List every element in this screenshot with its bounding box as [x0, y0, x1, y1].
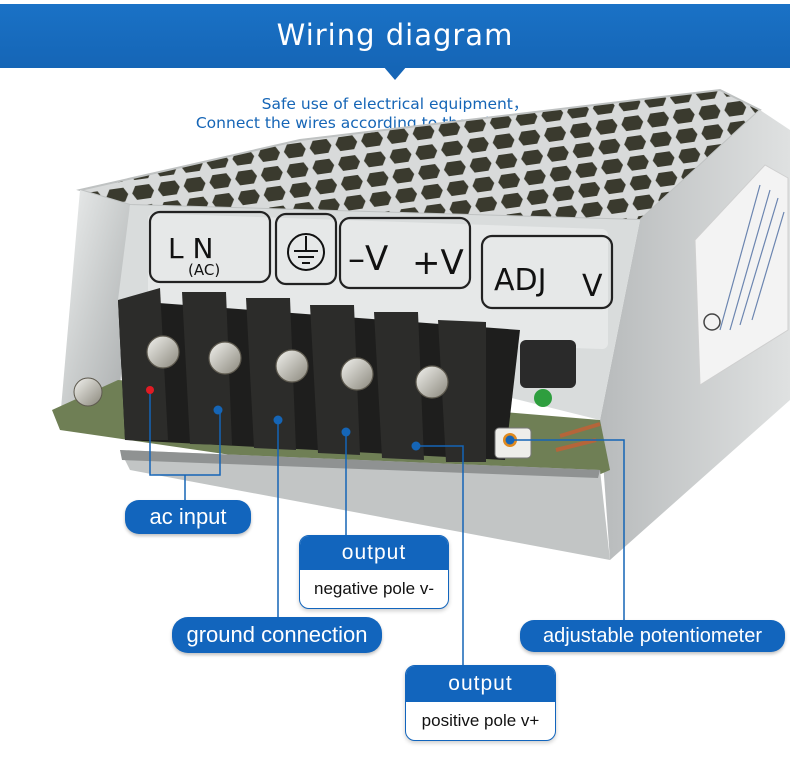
- output-positive-text: positive pole v+: [421, 711, 540, 730]
- marker-v-neg: [341, 427, 351, 437]
- output-negative-text: negative pole v-: [313, 579, 435, 598]
- terminal-label-l-n: L N: [168, 232, 213, 265]
- left-bracket: [60, 190, 130, 430]
- leader-output-pos: [416, 445, 464, 667]
- terminal-label-v-pos: +V: [412, 243, 464, 283]
- terminal-label-v-neg: –V: [348, 239, 388, 279]
- output-negative-heading: output: [300, 536, 448, 570]
- subtitle-line-1: Safe use of electrical equipment，: [261, 95, 529, 113]
- ground-symbol-icon: [287, 233, 325, 271]
- callout-output-negative: output negative pole v-: [299, 535, 449, 609]
- leader-potentiometer: [510, 439, 625, 620]
- marker-potentiometer: [505, 435, 515, 445]
- callout-adjustable-potentiometer: adjustable potentiometer: [520, 620, 785, 652]
- callout-output-positive: output positive pole v+: [405, 665, 556, 741]
- terminal-label-adj: ADJ: [494, 263, 546, 298]
- page-title: Wiring diagram: [276, 18, 514, 52]
- banner-pointer: [383, 66, 407, 80]
- terminal-label-ac: (AC): [188, 261, 220, 279]
- callout-ac-input: ac input: [125, 500, 251, 534]
- marker-ac-l: [146, 386, 154, 394]
- base-plate: [120, 450, 610, 560]
- perforated-lid: [80, 90, 760, 220]
- terminal-screws: [146, 335, 449, 399]
- top-strip: [0, 0, 790, 4]
- terminal-label-v: V: [582, 269, 603, 304]
- marker-v-pos: [411, 441, 421, 451]
- marker-ac-n: [213, 405, 223, 415]
- marker-ground: [273, 415, 283, 425]
- title-banner: Wiring diagram: [0, 4, 790, 68]
- product-label: [694, 164, 789, 386]
- output-positive-heading: output: [406, 666, 555, 702]
- callout-ground-connection: ground connection: [172, 617, 382, 653]
